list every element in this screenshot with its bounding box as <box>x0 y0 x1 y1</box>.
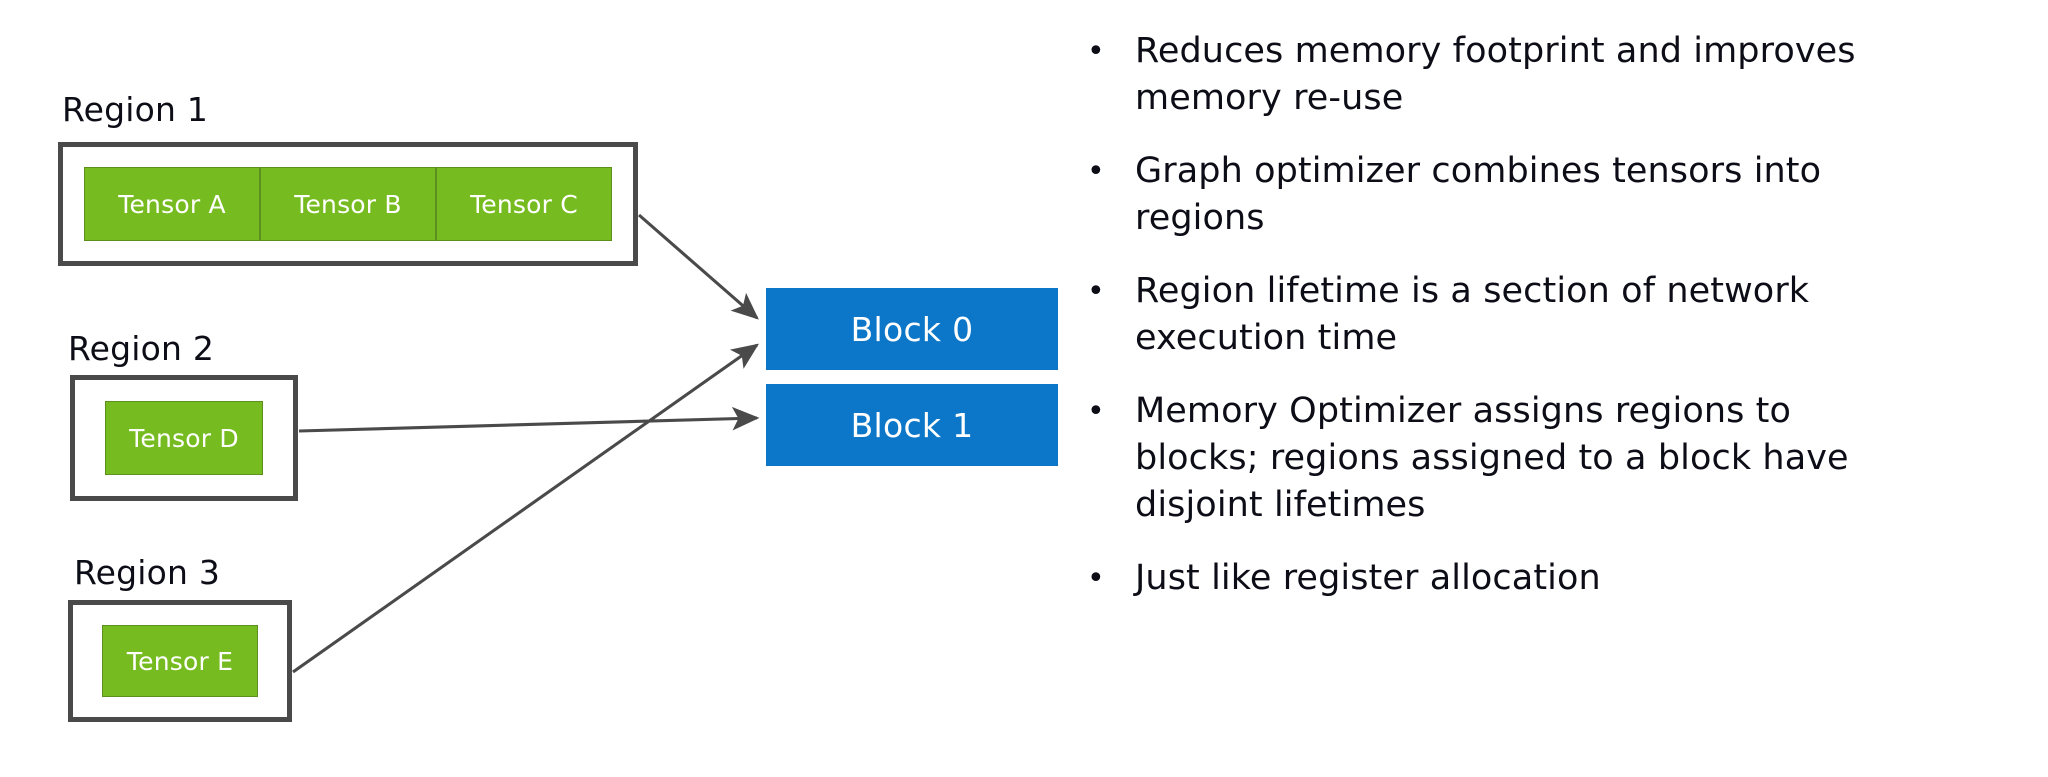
region-2-box[interactable]: Tensor D <box>70 375 298 501</box>
bullet-item-5: • Just like register allocation <box>1075 555 2035 602</box>
tensor-d[interactable]: Tensor D <box>105 401 263 475</box>
arrow-region1-to-block0 <box>637 213 759 320</box>
bullet-item-4: • Memory Optimizer assigns regions to bl… <box>1075 388 2035 529</box>
bullet-marker-icon: • <box>1087 154 1105 189</box>
bullet-marker-icon: • <box>1087 561 1105 596</box>
bullet-text-5: Just like register allocation <box>1135 558 1601 598</box>
block-1[interactable]: Block 1 <box>766 384 1058 466</box>
region-1-label: Region 1 <box>62 90 209 129</box>
tensor-e[interactable]: Tensor E <box>102 625 258 697</box>
bullet-marker-icon: • <box>1087 274 1105 309</box>
block-0[interactable]: Block 0 <box>766 288 1058 370</box>
tensor-b[interactable]: Tensor B <box>260 167 436 241</box>
bullet-marker-icon: • <box>1087 394 1105 429</box>
tensor-a[interactable]: Tensor A <box>84 167 260 241</box>
memory-region-block-diagram: Region 1 Tensor A Tensor B Tensor C Regi… <box>58 90 1058 722</box>
bullet-text-4: Memory Optimizer assigns regions to bloc… <box>1135 391 1849 525</box>
region-3-tensor-row: Tensor E <box>102 625 258 697</box>
bullet-item-3: • Region lifetime is a section of networ… <box>1075 268 2035 362</box>
bullet-item-2: • Graph optimizer combines tensors into … <box>1075 148 2035 242</box>
region-1-tensor-row: Tensor A Tensor B Tensor C <box>84 167 612 241</box>
arrow-region3-to-block0 <box>292 343 760 674</box>
bullet-text-2: Graph optimizer combines tensors into re… <box>1135 151 1822 238</box>
region-2-label: Region 2 <box>68 329 215 368</box>
bullet-text-3: Region lifetime is a section of network … <box>1135 271 1810 358</box>
bullet-item-1: • Reduces memory footprint and improves … <box>1075 28 2035 122</box>
region-3-label: Region 3 <box>74 553 221 592</box>
arrow-region2-to-block1 <box>298 406 760 433</box>
region-3-box[interactable]: Tensor E <box>68 600 292 722</box>
bullet-list: • Reduces memory footprint and improves … <box>1075 28 2035 628</box>
bullet-text-1: Reduces memory footprint and improves me… <box>1135 31 1856 118</box>
region-1-box[interactable]: Tensor A Tensor B Tensor C <box>58 142 638 266</box>
bullet-marker-icon: • <box>1087 34 1105 69</box>
region-2-tensor-row: Tensor D <box>105 401 263 475</box>
tensor-c[interactable]: Tensor C <box>436 167 612 241</box>
